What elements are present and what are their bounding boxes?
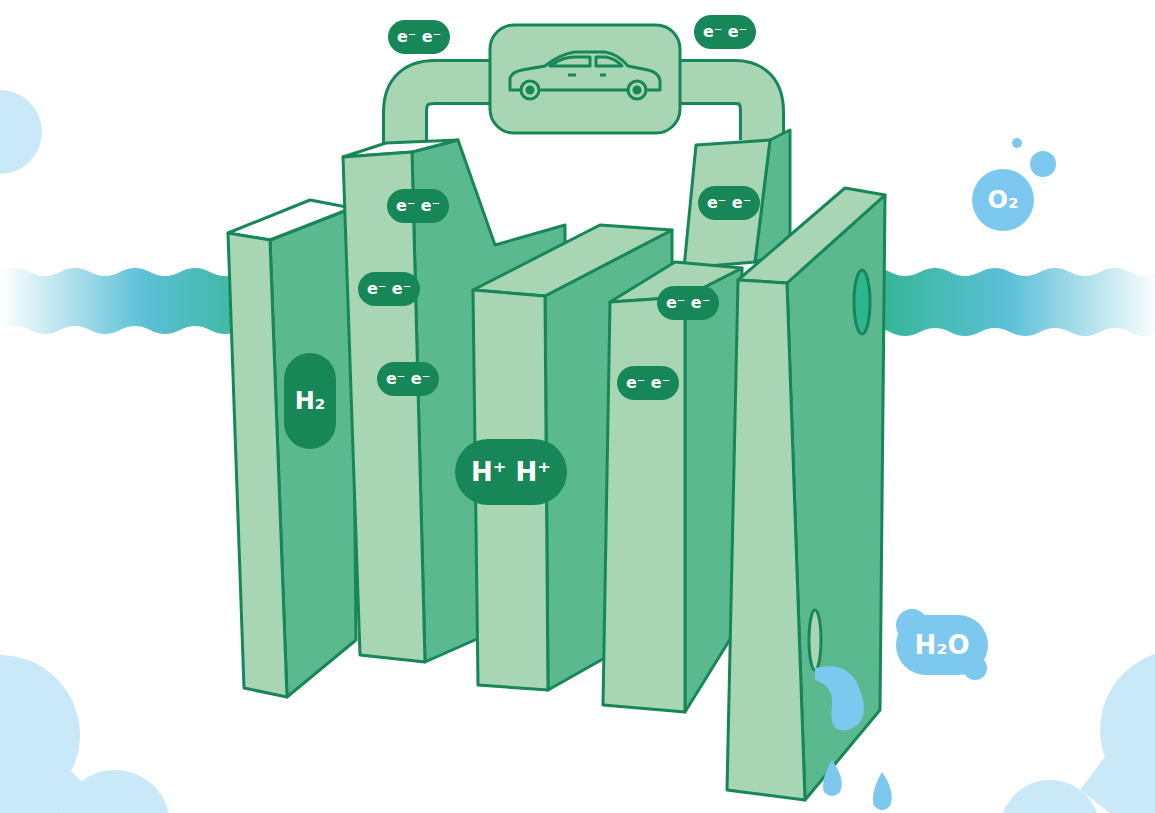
electron-pill: e⁻ e⁻: [358, 272, 420, 306]
node-label: e⁻ e⁻: [707, 195, 751, 211]
load-box: [490, 25, 680, 133]
electron-pill: e⁻ e⁻: [617, 366, 679, 400]
oxygen-bubble: O₂: [972, 169, 1034, 231]
oxygen-plate: [727, 188, 885, 800]
proton-pill: H⁺ H⁺: [455, 439, 567, 505]
car-icon: [510, 52, 660, 99]
node-label: e⁻ e⁻: [367, 281, 411, 297]
background-cloud: [0, 90, 1155, 813]
bubbles: [896, 138, 1056, 680]
hydrogen-stream: [0, 268, 240, 334]
node-label: H₂O: [914, 632, 969, 658]
electron-pill: e⁻ e⁻: [387, 189, 449, 223]
node-label: e⁻ e⁻: [703, 24, 747, 40]
electron-pill: e⁻ e⁻: [377, 362, 439, 396]
water-drops: [815, 666, 892, 810]
node-label: e⁻ e⁻: [626, 375, 670, 391]
node-label: e⁻ e⁻: [386, 371, 430, 387]
electron-pill: e⁻ e⁻: [657, 286, 719, 320]
electron-pill: e⁻ e⁻: [388, 20, 450, 54]
node-label: H₂: [295, 389, 326, 413]
electron-pill: e⁻ e⁻: [694, 15, 756, 49]
electron-pill: e⁻ e⁻: [698, 186, 760, 220]
node-label: e⁻ e⁻: [396, 198, 440, 214]
water-bubble: H₂O: [896, 615, 988, 675]
hydrogen-plate: [228, 200, 356, 697]
node-label: O₂: [988, 188, 1019, 212]
oxygen-stream: [860, 268, 1155, 336]
hydrogen-pill: H₂: [284, 353, 336, 449]
node-label: e⁻ e⁻: [397, 29, 441, 45]
node-label: H⁺ H⁺: [471, 459, 551, 485]
node-label: e⁻ e⁻: [666, 295, 710, 311]
